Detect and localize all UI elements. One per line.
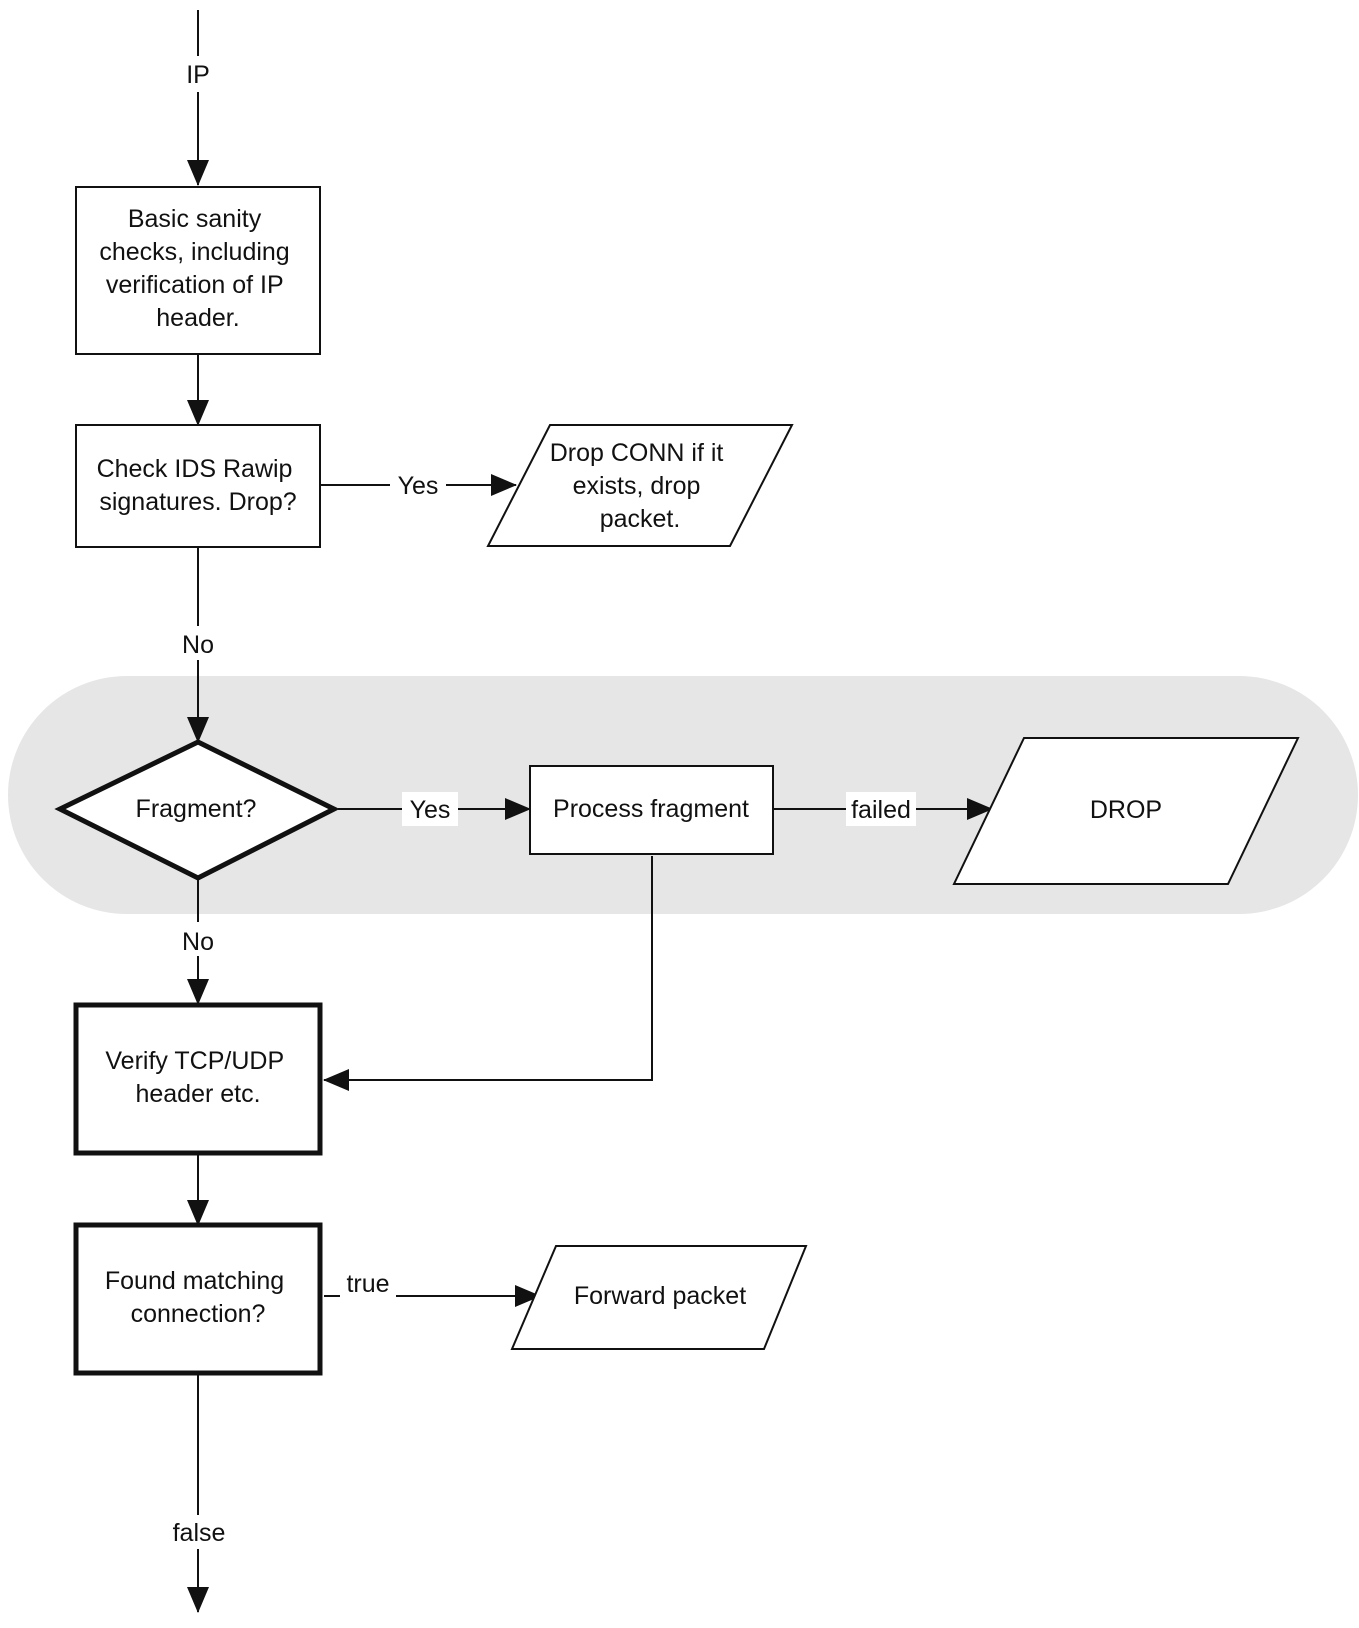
ids-yes-label: Yes (398, 472, 439, 500)
process-failed-label: failed (851, 796, 911, 824)
svg-text:Forward packet: Forward packet (574, 1282, 746, 1310)
drop-node: DROP (952, 737, 1300, 885)
drop-conn-node: Drop CONN if it exists, drop packet. (486, 424, 794, 547)
forward-packet-node: Forward packet (510, 1245, 808, 1350)
fragment-yes-label: Yes (410, 796, 451, 824)
sanity-check-node: Basic sanity checks, including verificat… (75, 186, 321, 355)
match-false-label: false (173, 1519, 226, 1547)
svg-text:DROP: DROP (1090, 796, 1162, 824)
svg-text:Found matching connectio: Found matching connection? (105, 1267, 291, 1328)
ids-check-node: Check IDS Rawip signatures. Drop? (75, 424, 321, 548)
ids-no-label: No (182, 631, 214, 659)
svg-text:Basic sanity checks, inc: Basic sanity checks, including verificat… (99, 205, 296, 332)
svg-text:Verify TCP/UDP header et: Verify TCP/UDP header etc. (105, 1047, 290, 1108)
match-true-label: true (346, 1270, 389, 1298)
fragment-no-label: No (182, 928, 214, 956)
svg-text:Fragment?: Fragment? (136, 795, 257, 823)
process-to-verify-arrow (323, 856, 653, 1091)
svg-text:Drop CONN if it exists,: Drop CONN if it exists, drop packet. (550, 439, 731, 533)
fragment-decision-node: Fragment? (54, 739, 340, 881)
input-label: IP (186, 61, 210, 89)
svg-text:Process fragment: Process fragment (553, 795, 749, 823)
verify-header-node: Verify TCP/UDP header etc. (73, 1002, 323, 1156)
process-fragment-node: Process fragment (529, 765, 774, 855)
matching-connection-node: Found matching connection? (73, 1222, 323, 1376)
svg-text:Check IDS Rawip signatur: Check IDS Rawip signatures. Drop? (97, 455, 300, 516)
